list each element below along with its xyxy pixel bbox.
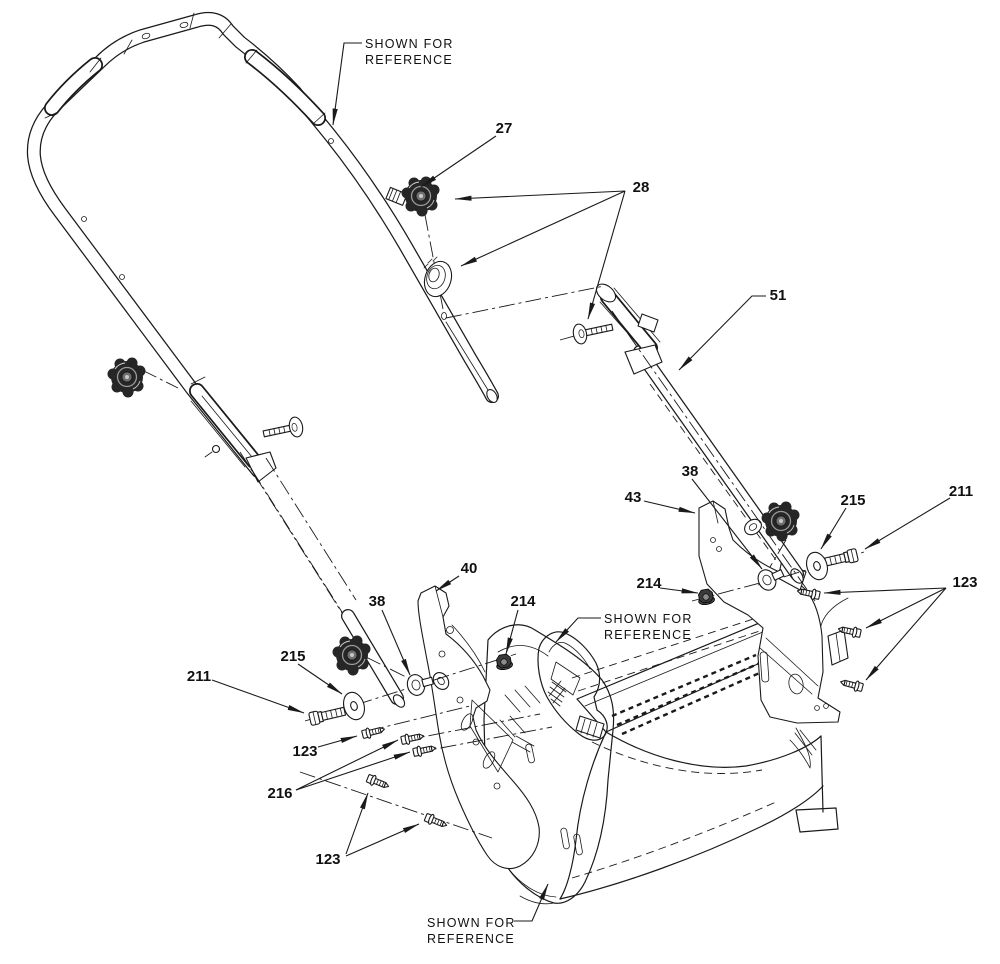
leader-51 — [678, 295, 766, 371]
washer-215-right — [802, 549, 832, 583]
lower-left-handle-tube — [239, 451, 406, 708]
part-label-28: 28 — [633, 179, 650, 196]
leader-ref-bottom — [514, 883, 549, 922]
upper-handle — [26, 11, 499, 478]
carriage-bolt-left — [261, 415, 305, 445]
part-label-43: 43 — [625, 489, 642, 506]
leader-123-right-1 — [823, 587, 947, 595]
leader-38-right — [691, 478, 763, 570]
callout-labels: SHOWN FOR REFERENCE 27 28 51 38 43 215 2… — [187, 37, 978, 946]
screw-123-left — [360, 723, 387, 741]
leader-ref-top — [332, 42, 362, 126]
knob-27 — [400, 175, 441, 218]
leader-123-right-2 — [865, 587, 947, 629]
leader-28b — [460, 190, 626, 267]
part-label-38-right: 38 — [682, 463, 699, 480]
leader-40 — [435, 575, 460, 592]
ref-note-mid-line1: SHOWN FOR — [604, 612, 693, 626]
screw-216-2 — [411, 742, 438, 759]
knob-stub — [385, 186, 408, 206]
washer-215-left — [339, 689, 369, 723]
part-label-27: 27 — [496, 120, 513, 137]
nut-214-left — [494, 652, 514, 672]
part-label-214-right: 214 — [636, 575, 662, 592]
part-label-123-left: 123 — [292, 743, 317, 760]
bolt-211-left — [308, 704, 347, 727]
part-label-123-bottom: 123 — [315, 851, 340, 868]
leader-211-left — [211, 679, 305, 714]
part-label-214-left: 214 — [510, 593, 536, 610]
left-handle-clamp — [189, 376, 277, 483]
ref-note-bottom-line1: SHOWN FOR — [427, 916, 516, 930]
leader-28a — [454, 190, 626, 201]
screw-123-right-3 — [838, 676, 865, 694]
leader-123-bottom-2 — [345, 823, 420, 857]
carriage-bolt-right — [571, 316, 615, 346]
leader-216-1 — [295, 739, 399, 791]
wheel-nut-28 — [423, 256, 453, 298]
lower-right-handle-51 — [595, 283, 804, 584]
part-label-211-left: 211 — [187, 668, 211, 685]
leader-123-left — [317, 735, 358, 748]
leader-123-bottom-1 — [345, 792, 369, 855]
leader-28c — [587, 190, 626, 320]
leader-214-right — [659, 587, 699, 594]
part-label-211-right: 211 — [949, 483, 973, 500]
part-label-123-right: 123 — [952, 574, 977, 591]
screw-216-1 — [399, 730, 426, 747]
leader-ref-mid — [555, 617, 601, 643]
ref-note-bottom-line2: REFERENCE — [427, 932, 515, 946]
cable-guide-bracket — [537, 631, 608, 741]
bracket-40 — [417, 585, 540, 870]
screw-123-bottom-2 — [423, 811, 450, 831]
leader-123-right-3 — [865, 587, 947, 681]
part-label-215-left: 215 — [280, 648, 305, 665]
leader-215-left — [297, 663, 343, 695]
ref-note-mid-line2: REFERENCE — [604, 628, 692, 642]
leader-214-left — [505, 609, 519, 655]
screw-123-bottom-1 — [365, 772, 392, 792]
nut-214-right — [696, 587, 716, 607]
part-label-38-left: 38 — [369, 593, 386, 610]
leader-27 — [420, 135, 497, 188]
ref-note-top-line2: REFERENCE — [365, 53, 453, 67]
hatch-detail — [547, 680, 567, 707]
leader-43 — [643, 500, 696, 514]
ref-note-top-line1: SHOWN FOR — [365, 37, 454, 51]
knob-left — [106, 356, 147, 399]
leader-211-right — [864, 497, 951, 550]
leader-38-left — [381, 609, 411, 676]
leader-216-2 — [295, 751, 411, 791]
part-label-216: 216 — [267, 785, 292, 802]
callout-leaders — [211, 42, 951, 922]
leader-215-right — [820, 507, 847, 550]
part-label-215-right: 215 — [840, 492, 865, 509]
fasteners — [106, 175, 865, 831]
part-label-40: 40 — [461, 560, 478, 577]
part-label-51: 51 — [770, 287, 787, 304]
